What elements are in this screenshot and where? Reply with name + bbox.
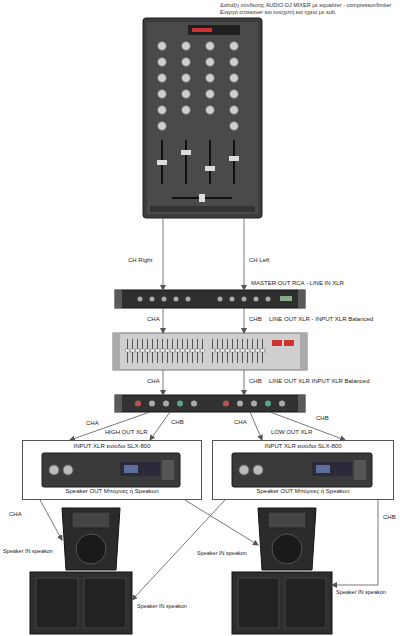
amplifier-box: INPUT XLR εισόδοι SLX-800Speaker OUT Μπό… [212, 440, 394, 500]
top-speaker [62, 508, 120, 570]
connection-label: CHB [248, 316, 263, 323]
crossover-rack [115, 395, 305, 412]
connection-label: Speaker IN speakon [196, 550, 248, 557]
mixer-panel [147, 22, 258, 214]
connection-label: CHA [8, 511, 23, 518]
top-speaker [258, 508, 316, 570]
graphic-equalizer [113, 333, 307, 370]
diagram-title: Διάταξη σύνδεσης AUDIO-DJ MIXER με equal… [220, 2, 392, 15]
output-caption: Speaker OUT Μπόρνες ή Speakon [26, 488, 198, 495]
mixer-display [188, 25, 240, 35]
connection-label: CHB [248, 378, 263, 385]
amplifier [232, 453, 372, 487]
signal-wires [40, 218, 378, 600]
connection-label: Speaker IN speakon [335, 589, 387, 596]
connection-label: CHA [146, 316, 161, 323]
connection-label: Speaker IN speakon [2, 548, 54, 555]
connection-label: CHA [233, 419, 248, 426]
compressor-rack [115, 290, 305, 308]
output-caption: Speaker OUT Μπόρνες ή Speakon [216, 488, 390, 495]
connection-label: LOW OUT XLR [270, 429, 313, 436]
connection-label: CHA [146, 378, 161, 385]
input-caption: INPUT XLR εισόδοι SLX-800 [216, 443, 390, 450]
connection-label: CHA [85, 420, 100, 427]
connection-label: HIGH OUT XLR [104, 429, 149, 436]
mixer-led [192, 28, 212, 32]
subwoofer [232, 572, 332, 634]
connection-label: Speaker IN speakon [136, 603, 188, 610]
connection-label: CHB [170, 419, 185, 426]
connection-label: CHB [382, 514, 397, 521]
amplifier-box: INPUT XLR εισόδοι SLX-800Speaker OUT Μπό… [22, 440, 202, 500]
connection-label: LINE OUT XLR - INPUT XLR Balanced [268, 316, 374, 323]
connection-label: CHB [315, 415, 330, 422]
dj-mixer [143, 18, 262, 218]
amplifier [42, 453, 180, 487]
subwoofer [30, 572, 132, 634]
connection-label: MASTER OUT RCA - LINE IN XLR [250, 280, 345, 287]
input-caption: INPUT XLR εισόδοι SLX-800 [26, 443, 198, 450]
mixer-faders [150, 140, 255, 212]
connection-label: CH Left [248, 257, 270, 264]
mixer-body [143, 18, 262, 218]
connection-label: CH Right [127, 257, 153, 264]
mixer-knobs [158, 42, 239, 131]
connection-label: LINE OUT XLR INPUT XLR Balanced [268, 378, 371, 385]
